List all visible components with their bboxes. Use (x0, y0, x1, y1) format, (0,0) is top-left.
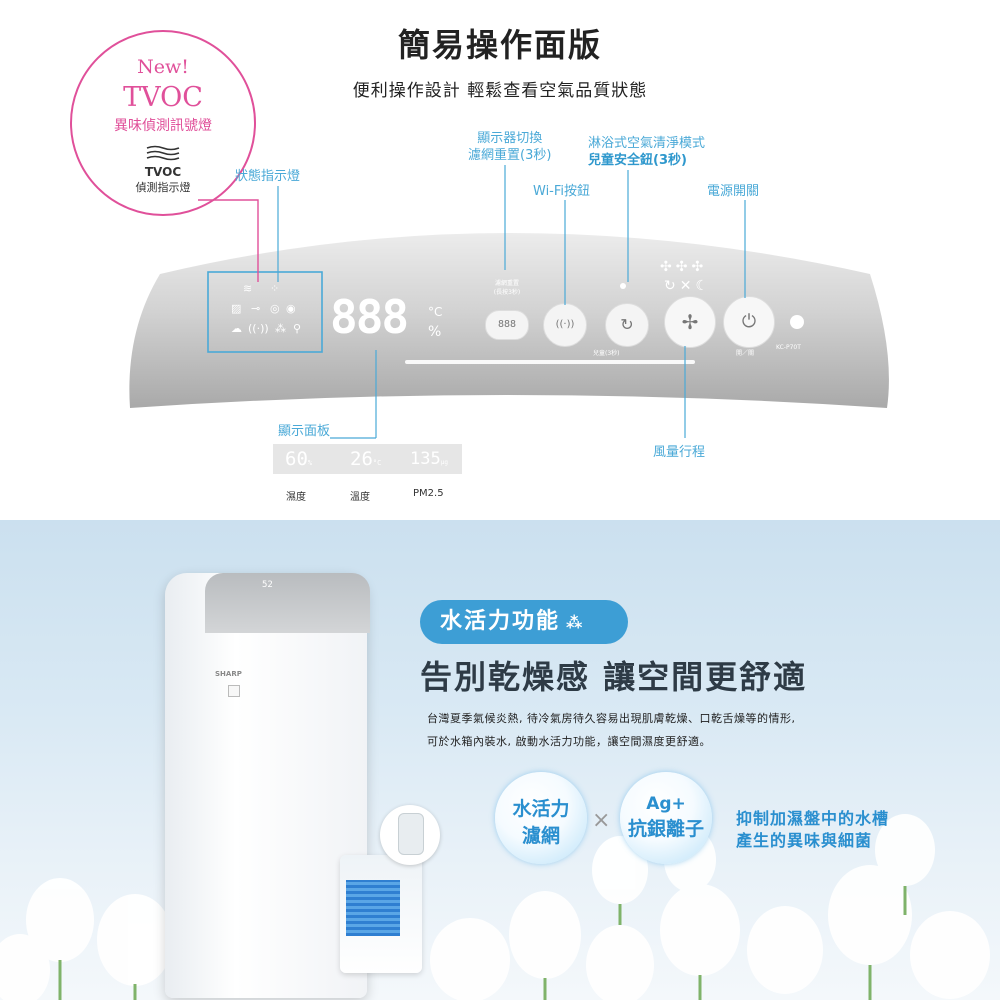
child-lock-caption: 兒童(3秒) (593, 350, 620, 357)
wifi-icon: ((·)) (555, 319, 575, 330)
dots-icon: ⁘ (270, 282, 280, 295)
filter-reset-caption: 濾網重置(長按3秒) (493, 280, 521, 296)
wifi-button-label: Wi-Fi按鈕 (533, 184, 591, 199)
side-text-line1: 抑制加濕盤中的水槽 (736, 809, 890, 828)
drops-icon: ⁂ (275, 322, 286, 335)
percent-unit: % (428, 324, 442, 340)
panel-digits: 888 (330, 290, 409, 344)
power-caption: 開／關 (736, 350, 755, 357)
tulip-background (0, 814, 990, 1000)
cloud-icon: ☁ (231, 322, 242, 335)
silver-ion-bubble: Ag+ 抗銀離子 (620, 772, 712, 864)
tvoc-wave-icon (72, 145, 254, 167)
feature-headline: 告別乾燥感 讓空間更舒適 (420, 658, 808, 696)
feature-section: 52 SHARP (0, 520, 1000, 1000)
status-icons: ≋ ⁘ ▨ ⊸ ◎ ◉ ☁ ((·)) ⁂ ⚲ (223, 282, 303, 342)
indicator-dot (620, 283, 626, 289)
fan-button[interactable]: ✢ (664, 296, 716, 348)
page-title: 簡易操作面版 (397, 26, 602, 64)
air-purifier (165, 573, 367, 998)
power-button[interactable]: ⏻ (723, 296, 775, 348)
refresh-icon: ↻ (620, 315, 634, 334)
filter-icon: ▨ (231, 302, 242, 315)
humidity-caption: 濕度 (286, 492, 306, 503)
water-filter-bubble: 水活力 濾網 (495, 772, 587, 864)
display-panel-label: 顯示面板 (278, 424, 331, 439)
water-filter (346, 880, 400, 936)
power-icon: ⏻ (741, 311, 757, 332)
status-light-label: 狀態指示燈 (235, 169, 301, 184)
feature-body-line2: 可於水箱內裝水, 啟動水活力功能，讓空間濕度更舒適。 (427, 735, 711, 748)
brand-logo: SHARP (215, 670, 242, 678)
pm25-caption: PM2.5 (413, 488, 444, 499)
side-text-line2: 產生的異味與細菌 (736, 831, 873, 850)
celsius-unit: °C (428, 305, 443, 319)
device-top-panel (205, 573, 370, 633)
sensor-dot (790, 315, 804, 329)
feature-body-line1: 台灣夏季氣候炎熱, 待冷氣房待久容易出現肌膚乾燥、口乾舌燥等的情形, (427, 712, 796, 725)
filter-part-icon (398, 813, 424, 855)
callout-lines (198, 165, 746, 439)
new-label: New! (137, 56, 189, 78)
tvoc-badge: New! TVOC 異味偵測訊號燈 TVOC 偵測指示燈 (70, 30, 256, 216)
mode-icons-row2: ↻✕☾ (664, 278, 713, 294)
shower-mode-button[interactable]: ↻ (605, 303, 649, 347)
power-switch-label: 電源開關 (707, 184, 760, 199)
plasmacluster-icon (228, 685, 240, 697)
model-label: KC-P70T (776, 344, 801, 351)
water-drops-icon: ⁂ (566, 613, 585, 632)
tvoc-icon-caption: 偵測指示燈 (135, 181, 191, 194)
fan-icon: ✢ (681, 310, 699, 334)
wifi-small-icon: ((·)) (248, 322, 269, 335)
fan-speed-label: 風量行程 (653, 445, 706, 460)
page-subtitle: 便利操作設計 輕鬆查看空氣品質狀態 (352, 81, 648, 101)
feature-pill: 水活力功能⁂ (420, 600, 628, 644)
temperature-sample: 26°C (338, 444, 402, 474)
mode-icons-row1: ✣✣✣ (660, 259, 708, 275)
humidity-icon: ◎ (270, 302, 280, 315)
humidity-sample: 60% (273, 444, 343, 474)
key-icon: ⊸ (251, 302, 261, 315)
bell-icon: ⚲ (293, 322, 302, 335)
tvoc-title: TVOC (123, 82, 203, 113)
pm25-sample: 135μg (402, 444, 462, 474)
wifi-button[interactable]: ((·)) (543, 303, 587, 347)
display-switch-label: 顯示器切換 濾網重置(3秒) (468, 131, 552, 163)
tvoc-small-icon: ≋ (243, 282, 253, 295)
display-switch-button[interactable]: 888 (485, 310, 529, 340)
device-display: 52 (262, 580, 273, 590)
water-icon: ◉ (286, 302, 296, 315)
times-symbol: × (592, 808, 611, 833)
tvoc-desc: 異味偵測訊號燈 (114, 118, 212, 134)
temperature-caption: 溫度 (350, 492, 370, 503)
shower-mode-label: 淋浴式空氣清淨模式 兒童安全鈕(3秒) (588, 136, 706, 168)
tvoc-icon-text: TVOC (144, 165, 182, 179)
